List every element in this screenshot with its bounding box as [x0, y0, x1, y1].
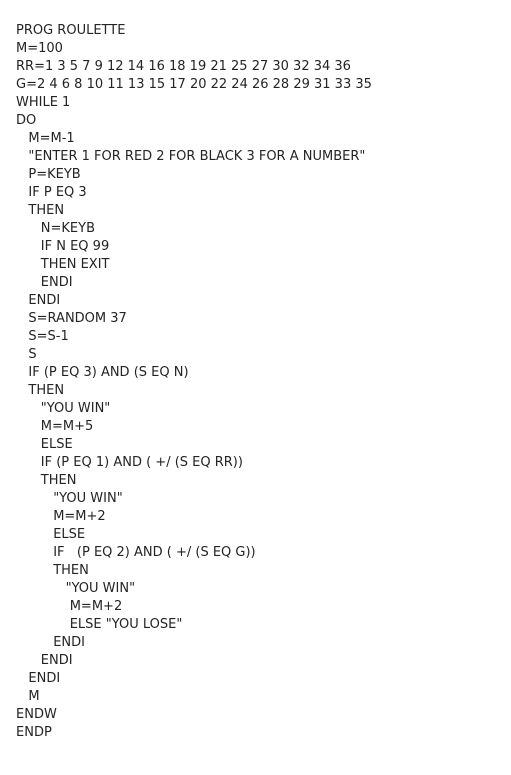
code-line: M=M+2	[16, 599, 123, 614]
code-line: PROG ROULETTE	[16, 23, 126, 38]
code-line: ENDW	[16, 707, 57, 722]
code-line: IF (P EQ 1) AND ( +/ (S EQ RR))	[16, 455, 243, 470]
code-line: S=S-1	[16, 329, 69, 344]
code-line: S=RANDOM 37	[16, 311, 127, 326]
code-line: WHILE 1	[16, 95, 71, 110]
code-line: "ENTER 1 FOR RED 2 FOR BLACK 3 FOR A NUM…	[16, 149, 366, 164]
code-line: ENDI	[16, 653, 73, 668]
code-line: RR=1 3 5 7 9 12 14 16 18 19 21 25 27 30 …	[16, 59, 351, 74]
code-line: IF P EQ 3	[16, 185, 87, 200]
code-line: "YOU WIN"	[16, 581, 136, 596]
code-line: M=100	[16, 41, 63, 56]
code-line: IF (P EQ 3) AND (S EQ N)	[16, 365, 189, 380]
code-line: N=KEYB	[16, 221, 96, 236]
code-line: THEN	[16, 203, 65, 218]
code-line: THEN	[16, 563, 89, 578]
code-line: THEN EXIT	[16, 257, 110, 272]
code-line: IF (P EQ 2) AND ( +/ (S EQ G))	[16, 545, 256, 560]
code-line: "YOU WIN"	[16, 401, 111, 416]
code-line: ELSE	[16, 437, 73, 452]
code-line: ENDI	[16, 275, 73, 290]
code-line: THEN	[16, 473, 77, 488]
code-line: ENDI	[16, 293, 61, 308]
code-line: ENDP	[16, 725, 52, 740]
code-line: M	[16, 689, 40, 704]
code-line: ELSE	[16, 527, 86, 542]
code-line: THEN	[16, 383, 65, 398]
code-line: M=M+5	[16, 419, 94, 434]
code-line: "YOU WIN"	[16, 491, 123, 506]
code-line: DO	[16, 113, 37, 128]
code-line: M=M-1	[16, 131, 75, 146]
code-line: ENDI	[16, 635, 85, 650]
code-line: IF N EQ 99	[16, 239, 110, 254]
code-line: G=2 4 6 8 10 11 13 15 17 20 22 24 26 28 …	[16, 77, 372, 92]
code-line: P=KEYB	[16, 167, 81, 182]
code-line: S	[16, 347, 37, 362]
code-line: M=M+2	[16, 509, 106, 524]
code-line: ELSE "YOU LOSE"	[16, 617, 183, 632]
code-line: ENDI	[16, 671, 61, 686]
